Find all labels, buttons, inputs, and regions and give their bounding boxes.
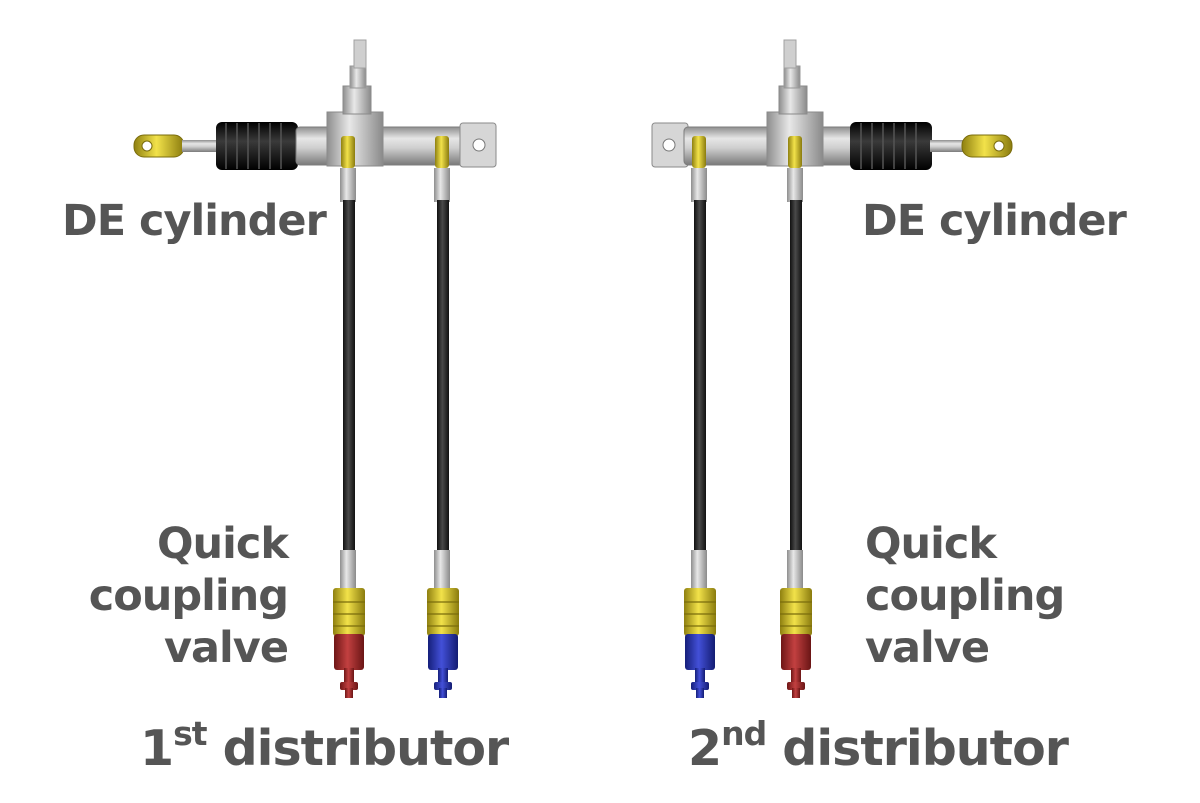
coupling-label-line: coupling xyxy=(88,571,289,621)
distributor-label-2: 2nd distributor xyxy=(688,714,1069,777)
quick-coupler-red xyxy=(780,588,812,698)
distributor-number: 1 xyxy=(140,720,174,777)
distributor-ordinal: nd xyxy=(721,714,767,753)
coupling-label-2: Quick coupling valve xyxy=(865,518,1065,674)
rod-eye xyxy=(930,134,1013,158)
quick-coupler-blue xyxy=(427,588,459,698)
rod-eye xyxy=(133,134,218,158)
coupling-label-line: valve xyxy=(164,623,289,673)
coupling-label-line: coupling xyxy=(865,571,1065,621)
bellows-boot xyxy=(216,122,298,170)
hose-2a xyxy=(691,168,707,590)
port-fitting xyxy=(435,136,449,168)
coupling-label-line: Quick xyxy=(157,519,289,569)
distributor-number: 2 xyxy=(688,720,722,777)
coupling-label-line: valve xyxy=(865,623,990,673)
distributor-word: distributor xyxy=(766,720,1069,777)
port-fitting xyxy=(341,136,355,168)
end-cap xyxy=(651,122,689,168)
hose-1a xyxy=(340,168,356,590)
distributor-label-1: 1st distributor xyxy=(140,714,510,777)
distributor-ordinal: st xyxy=(173,714,207,753)
quick-coupler-red xyxy=(333,588,365,698)
distributor-word: distributor xyxy=(206,720,510,777)
cylinder-assembly-1 xyxy=(133,39,497,170)
cylinder-assembly-2 xyxy=(651,39,1013,170)
bellows-boot xyxy=(850,122,932,170)
hose-2b xyxy=(787,168,803,590)
coupling-label-1: Quick coupling valve xyxy=(88,518,289,674)
coupling-label-line: Quick xyxy=(865,519,997,569)
port-fitting xyxy=(788,136,802,168)
port-fitting xyxy=(692,136,706,168)
cylinder-label-2: DE cylinder xyxy=(862,196,1127,246)
cylinder-label-1: DE cylinder xyxy=(62,196,327,246)
end-cap xyxy=(459,122,497,168)
quick-coupler-blue xyxy=(684,588,716,698)
hose-1b xyxy=(434,168,450,590)
